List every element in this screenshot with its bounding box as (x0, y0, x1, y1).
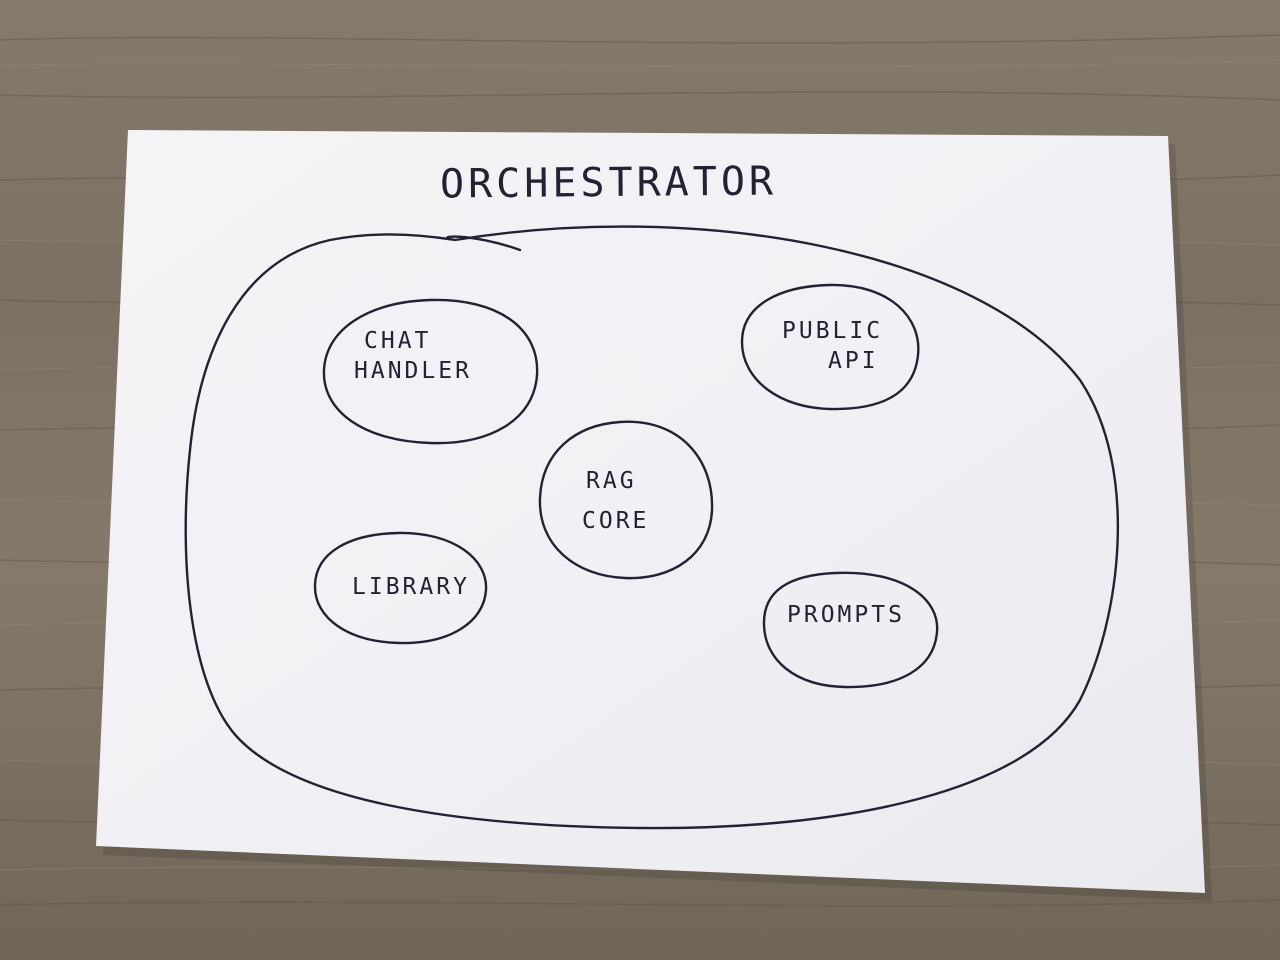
diagram-title: ORCHESTRATOR (440, 159, 777, 208)
chat-handler-label-line-1: CHAT (364, 328, 431, 354)
library-circle (313, 531, 488, 645)
node-chat-handler: CHAT HANDLER (322, 298, 539, 445)
node-prompts: PROMPTS (762, 571, 939, 689)
node-public-api: PUBLIC API (740, 283, 920, 411)
library-label: LIBRARY (352, 574, 470, 600)
public-api-label-line-2: API (828, 348, 879, 374)
chat-handler-circle (322, 298, 539, 445)
public-api-label-line-1: PUBLIC (782, 318, 883, 344)
prompts-circle (762, 571, 939, 689)
paper-sheet (96, 130, 1212, 901)
rag-core-label-line-1: RAG (586, 468, 637, 494)
public-api-circle (740, 283, 920, 411)
node-rag-core: RAG CORE (538, 420, 714, 580)
chat-handler-label-line-2: HANDLER (354, 358, 472, 384)
node-library: LIBRARY (313, 531, 488, 645)
prompts-label: PROMPTS (787, 602, 905, 628)
rag-core-circle (538, 420, 714, 580)
orchestrator-boundary (184, 225, 1119, 830)
rag-core-label-line-2: CORE (582, 508, 649, 534)
